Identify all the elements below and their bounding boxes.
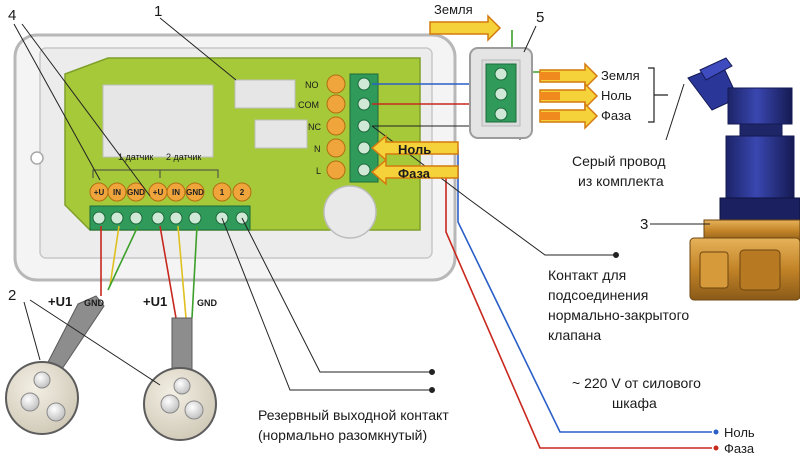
s2-gnd-label: GND <box>197 298 218 308</box>
sensor-1 <box>5 225 139 435</box>
label-faza-in: Фаза <box>398 166 431 181</box>
reserve-note-2: (нормально разомкнутый) <box>258 427 427 443</box>
pin-n: N <box>314 144 321 154</box>
callout-4-line-a <box>13 23 101 181</box>
power-note-2: шкафа <box>612 395 657 411</box>
sensor-2 <box>143 225 217 441</box>
sensor2-label: 2 датчик <box>166 152 201 162</box>
mount-hole <box>30 151 44 165</box>
s1-plus-label: +U1 <box>48 294 72 309</box>
s1-gnd-label: GND <box>84 298 105 308</box>
callout-5: 5 <box>536 9 544 26</box>
s2-plus-label: +U1 <box>143 294 167 309</box>
wire-blue-power <box>457 150 712 433</box>
arrow-faza-in: Фаза <box>370 158 459 186</box>
sensor-terminal-block <box>89 205 251 231</box>
solenoid-valve <box>687 57 800 301</box>
nol-end-dot <box>713 429 719 435</box>
callout-2: 2 <box>8 287 16 304</box>
callout-4: 4 <box>8 7 16 24</box>
term-out2: 2 <box>240 188 245 197</box>
label-zemlya-out: Земля <box>601 68 640 83</box>
pin-nc: NC <box>308 122 321 132</box>
contact-note-1: Контакт для <box>548 267 626 283</box>
callout-2-line-a <box>23 301 41 361</box>
pin-no: NO <box>305 80 319 90</box>
callout-1-line <box>159 17 237 81</box>
arrow-zemlya-in: Земля <box>429 2 502 42</box>
label-nol-in: Ноль <box>398 142 431 157</box>
faza-end-label: Фаза <box>724 441 755 456</box>
contact-note-3: нормально-закрытого <box>548 307 689 323</box>
contact-note-2: подсоединения <box>548 287 648 303</box>
callout-4-line-b <box>21 23 151 197</box>
reserve-output-leads <box>221 217 435 393</box>
arrow-nol-out: Ноль <box>539 82 632 110</box>
callout-3: 3 <box>640 216 648 233</box>
grey-wire-note-1: Серый провод <box>572 153 666 169</box>
term-gnd1: GND <box>127 188 145 197</box>
arrow-faza-out: Фаза <box>539 102 632 130</box>
junction-box <box>469 47 533 139</box>
callout-1: 1 <box>154 3 162 20</box>
term-u1: +U <box>94 188 105 197</box>
power-note-1: ~ 220 V от силового <box>572 375 701 391</box>
pin-com: COM <box>298 100 319 110</box>
label-nol-out: Ноль <box>601 88 632 103</box>
output-bracket <box>648 67 668 123</box>
grey-wire-note-2: из комплекта <box>578 173 664 189</box>
term-gnd2: GND <box>186 188 204 197</box>
faza-end-dot <box>713 445 719 451</box>
term-in1: IN <box>113 188 121 197</box>
pin-l: L <box>316 166 321 176</box>
relay-terminal-block <box>349 73 379 183</box>
label-zemlya-in: Земля <box>434 2 473 17</box>
reserve-note-1: Резервный выходной контакт <box>258 407 449 423</box>
nol-end-label: Ноль <box>724 425 755 440</box>
nc-contact-lead <box>371 125 619 258</box>
term-in2: IN <box>172 188 180 197</box>
callout-5-line <box>523 25 537 53</box>
arrow-zemlya-out: Земля <box>539 62 640 90</box>
relay-pins: NO COM NC N L <box>298 74 346 180</box>
wire-red-power <box>445 170 712 449</box>
grey-wire-pointer <box>665 83 685 141</box>
buzzer <box>323 185 377 239</box>
callout-2-line-b <box>29 299 161 386</box>
arrow-nol-in: Ноль <box>370 134 459 162</box>
contact-note-4: клапана <box>548 327 601 343</box>
label-faza-out: Фаза <box>601 108 632 123</box>
sensor-terminal-labels: +U IN GND +U IN GND 1 2 <box>89 182 252 202</box>
term-out1: 1 <box>220 188 225 197</box>
term-u2: +U <box>153 188 164 197</box>
callout-lines <box>13 17 710 386</box>
sensor1-label: 1 датчик <box>118 152 153 162</box>
